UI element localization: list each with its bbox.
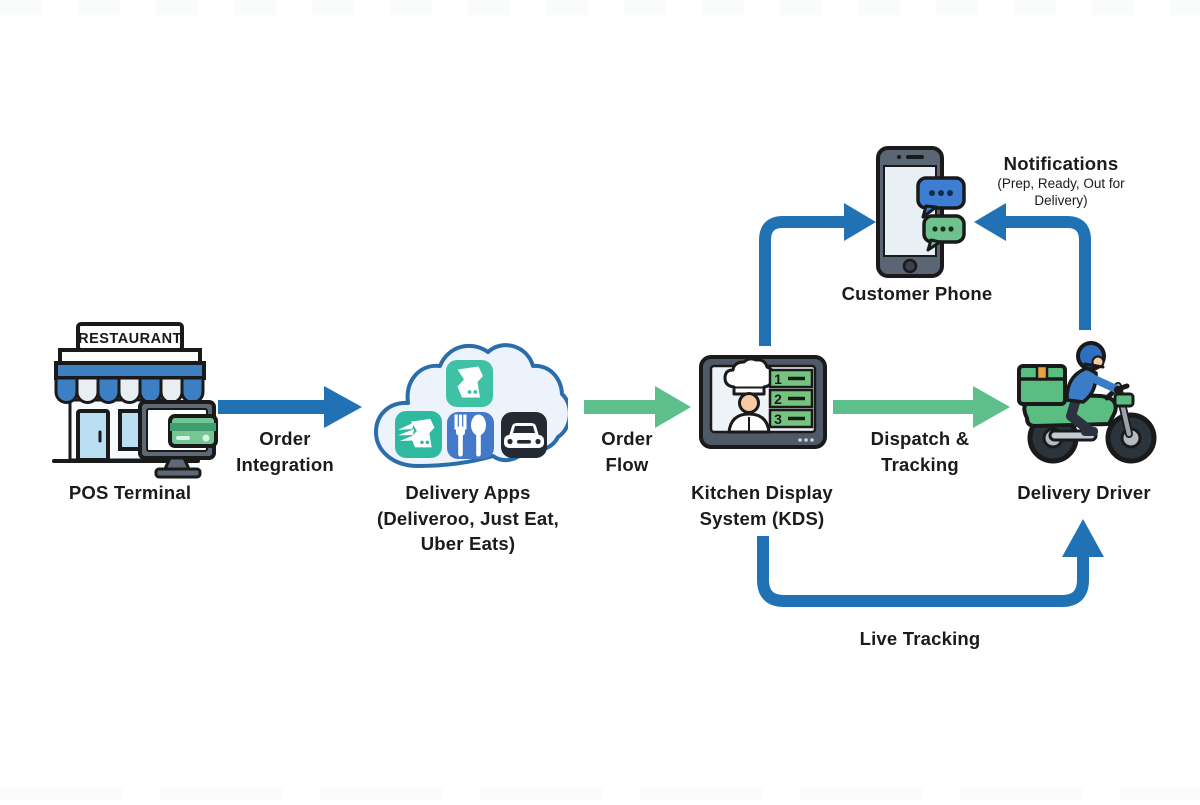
live-tracking-arrow [757, 519, 1104, 607]
kds-label: Kitchen Display System (KDS) [682, 480, 842, 531]
just-eat-app-icon [447, 412, 494, 459]
label-line: Kitchen Display [691, 482, 833, 503]
top-artifact-bar [0, 0, 1200, 15]
label-line: Order [259, 428, 311, 449]
ticket-number: 3 [774, 411, 782, 427]
chat-bubble-blue-icon [916, 176, 966, 219]
subtitle-line: Delivery) [1034, 192, 1088, 208]
order-integration-arrow [218, 386, 362, 428]
smartphone-icon [876, 146, 966, 278]
label-line: System (KDS) [699, 507, 825, 529]
driver-to-phone-arrow [974, 203, 1091, 330]
label-line: Tracking [881, 453, 959, 475]
parcel-box-icon [1017, 364, 1067, 406]
restaurant-sign-text: RESTAURANT [78, 331, 182, 347]
order-ticket-list: 1 2 3 [768, 368, 814, 429]
notifications-title: Notifications [1003, 153, 1119, 174]
kds-to-phone-arrow [759, 203, 876, 346]
dispatch-tracking-label: Dispatch & Tracking [845, 426, 995, 477]
label-line: Integration [236, 453, 334, 475]
deliveroo-winged-app-icon [395, 411, 442, 458]
kds-tablet-icon: 1 2 3 [699, 355, 827, 449]
awning [54, 361, 206, 404]
cloud-icon [374, 343, 568, 468]
delivery-apps-label: Delivery Apps (Deliveroo, Just Eat, Uber… [366, 480, 570, 557]
label-line: Uber Eats) [420, 533, 516, 554]
live-tracking-label: Live Tracking [859, 628, 981, 649]
ticket-number: 1 [774, 371, 782, 387]
label-line: Flow [605, 453, 649, 475]
label-line: Dispatch & [870, 428, 970, 449]
customer-phone-label: Customer Phone [841, 283, 993, 304]
storefront-icon: RESTAURANT [52, 322, 218, 479]
notifications-subtitle: (Prep, Ready, Out for Delivery) [978, 176, 1144, 209]
credit-card-icon [168, 414, 218, 448]
order-flow-label: Order Flow [577, 426, 677, 477]
subtitle-line: (Prep, Ready, Out for [997, 176, 1125, 191]
chat-bubble-green-icon [922, 214, 966, 252]
order-integration-label: Order Integration [215, 426, 355, 477]
label-line: Order [601, 428, 653, 449]
chef-icon [723, 357, 775, 434]
pos-terminal-label: POS Terminal [68, 482, 192, 503]
motorcycle-driver-icon [1017, 341, 1157, 464]
label-line: (Deliveroo, Just Eat, [376, 507, 560, 529]
uber-eats-app-icon [501, 412, 547, 458]
order-flow-arrow [584, 386, 691, 428]
deliveroo-app-icon [446, 360, 493, 407]
delivery-driver-label: Delivery Driver [1017, 482, 1151, 503]
bottom-artifact-bar [0, 788, 1200, 800]
label-line: Delivery Apps [405, 482, 531, 503]
dispatch-tracking-arrow [833, 386, 1010, 428]
door [76, 409, 110, 462]
ticket-number: 2 [774, 391, 782, 407]
